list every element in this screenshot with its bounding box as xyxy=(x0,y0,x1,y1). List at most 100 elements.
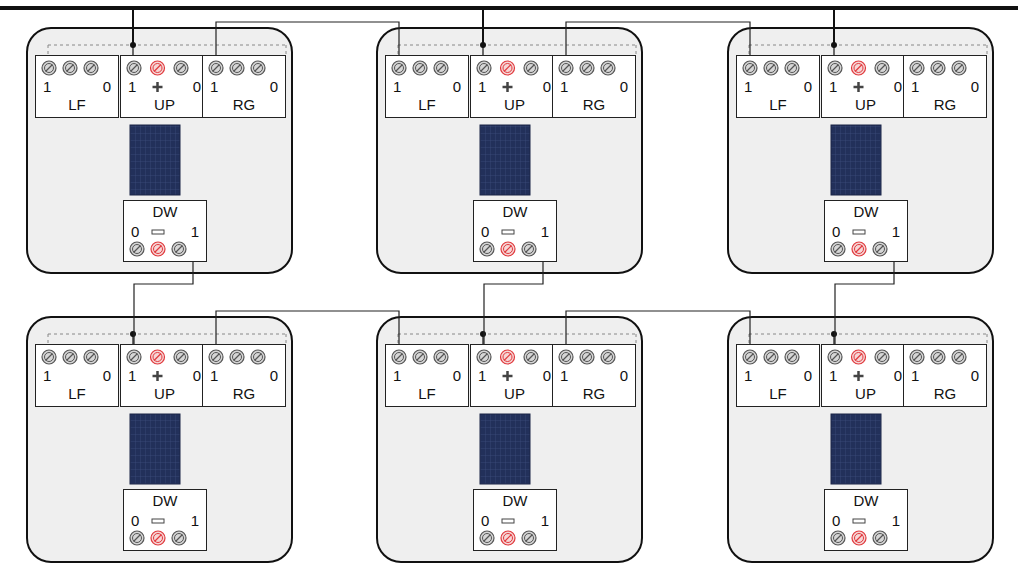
block-label: RG xyxy=(203,385,285,403)
screw-head xyxy=(480,353,489,362)
minus-symbol xyxy=(853,519,865,523)
terminal-block: DW01 xyxy=(824,200,908,262)
screw-terminal xyxy=(63,61,77,75)
wire xyxy=(835,262,894,344)
screw-slot xyxy=(134,535,141,542)
module-housing xyxy=(377,317,642,562)
screw-terminal xyxy=(434,350,448,364)
screw-head xyxy=(66,353,75,362)
block-label: UP xyxy=(471,96,558,114)
screw-slot xyxy=(914,354,921,361)
screw-slot xyxy=(563,65,570,72)
screw-head xyxy=(480,64,489,73)
terminal-block: 10LF xyxy=(385,55,469,118)
polarity-label: 0 xyxy=(620,78,628,96)
screw-head xyxy=(395,353,404,362)
polarity-label: 0 xyxy=(193,78,201,96)
screw-head xyxy=(955,353,964,362)
polarity-label: 1 xyxy=(829,78,837,96)
screw-slot xyxy=(505,535,512,542)
wire xyxy=(484,262,543,344)
screw-slot xyxy=(879,65,886,72)
internal-link xyxy=(48,45,286,55)
terminal-block: 10RG xyxy=(202,55,286,118)
plus-symbol xyxy=(503,82,513,92)
screw-terminal xyxy=(743,350,757,364)
polarity-label: 1 xyxy=(393,367,401,385)
wire xyxy=(566,22,750,55)
screw-terminal xyxy=(764,61,778,75)
polarity-label: 1 xyxy=(911,367,919,385)
screw-slot xyxy=(504,354,511,361)
terminal-block: 10RG xyxy=(552,55,636,118)
screw-terminal xyxy=(875,61,889,75)
polarity-label: 1 xyxy=(560,78,568,96)
screw-head xyxy=(878,353,887,362)
block-label: LF xyxy=(36,96,118,114)
polarity-label: 0 xyxy=(804,367,812,385)
bus-drop xyxy=(482,8,484,45)
polarity-label: 1 xyxy=(128,78,136,96)
screw-terminal xyxy=(84,350,98,364)
block-label: LF xyxy=(737,385,819,403)
screw-head xyxy=(133,534,142,543)
screw-slot xyxy=(956,65,963,72)
screw-terminal xyxy=(931,61,945,75)
screw-terminal xyxy=(209,61,223,75)
screw-slot xyxy=(855,354,862,361)
screw-slot xyxy=(481,354,488,361)
solar-panel xyxy=(130,414,180,484)
terminal-block: 10LF xyxy=(385,344,469,407)
screw-slot xyxy=(877,246,884,253)
screw-slot xyxy=(234,354,241,361)
terminal-block: 10UP xyxy=(470,55,559,118)
polarity-label: 1 xyxy=(892,223,900,241)
screw-terminal xyxy=(63,350,77,364)
screw-terminal xyxy=(580,61,594,75)
screw-head xyxy=(45,353,54,362)
screw-slot xyxy=(213,354,220,361)
screw-head xyxy=(483,245,492,254)
internal-link xyxy=(48,334,286,344)
screw-head xyxy=(525,534,534,543)
screw-head xyxy=(934,353,943,362)
screw-head xyxy=(767,64,776,73)
screw-slot xyxy=(768,65,775,72)
screw-terminal xyxy=(522,531,536,545)
polarity-label: 0 xyxy=(481,223,489,241)
junction-dot xyxy=(831,331,837,337)
screw-terminal xyxy=(209,350,223,364)
screw-head xyxy=(788,64,797,73)
screw-terminal xyxy=(127,350,141,364)
minus-symbol xyxy=(502,230,514,234)
screw-head xyxy=(87,64,96,73)
block-label: RG xyxy=(904,385,986,403)
wire xyxy=(134,262,193,344)
screw-slot xyxy=(584,65,591,72)
screw-terminal xyxy=(524,61,538,75)
screw-terminal xyxy=(522,242,536,256)
polarity-label: 0 xyxy=(832,512,840,530)
screw-slot xyxy=(835,535,842,542)
screw-terminal xyxy=(151,242,165,256)
solar-panel xyxy=(130,125,180,195)
screw-terminal xyxy=(477,350,491,364)
screw-slot xyxy=(438,354,445,361)
block-label: DW xyxy=(124,492,206,510)
screw-slot xyxy=(935,354,942,361)
internal-link xyxy=(749,334,987,344)
screw-terminal xyxy=(151,531,165,545)
screw-terminal xyxy=(785,350,799,364)
screw-head xyxy=(212,353,221,362)
module-housing xyxy=(377,28,642,273)
terminal-block: DW01 xyxy=(123,489,207,551)
screw-terminal xyxy=(151,350,165,364)
solar-panel xyxy=(831,414,881,484)
wire xyxy=(216,22,399,55)
screw-slot xyxy=(176,535,183,542)
screw-slot xyxy=(768,354,775,361)
screw-head xyxy=(437,64,446,73)
screw-slot xyxy=(155,246,162,253)
screw-slot xyxy=(46,65,53,72)
block-label: RG xyxy=(203,96,285,114)
